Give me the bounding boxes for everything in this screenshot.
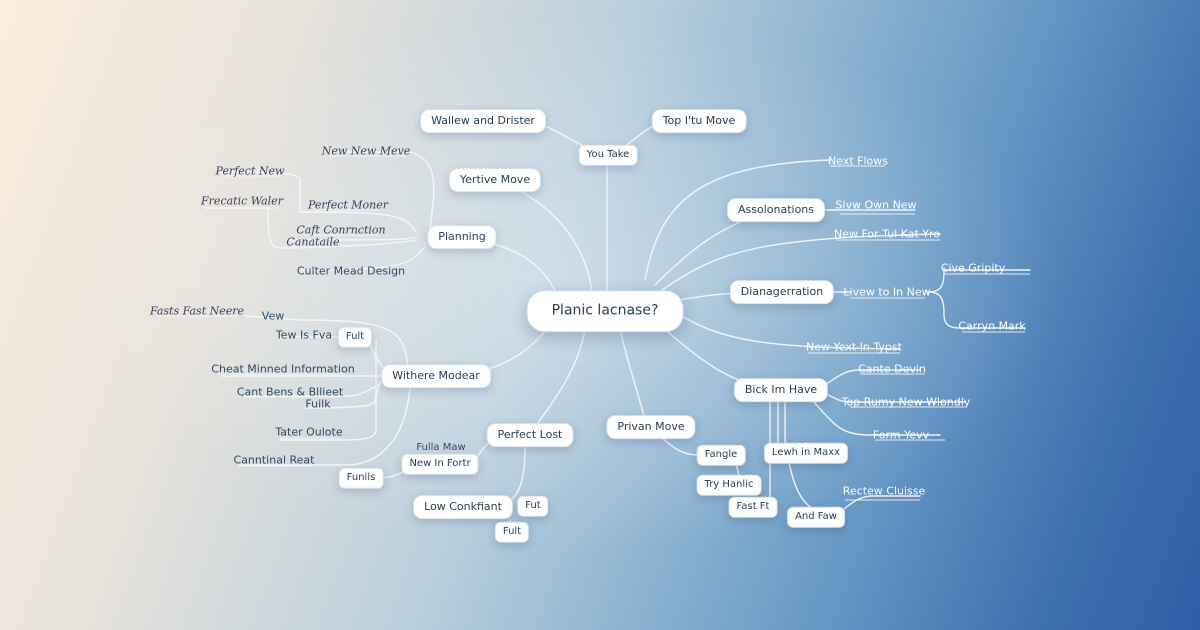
link-privan-fangle — [659, 435, 699, 456]
label-new-for-tul-kat-yro: New For Tul Kat Yro — [833, 227, 941, 241]
node-fut[interactable]: Fut — [517, 495, 549, 517]
link-withere-tater — [279, 339, 377, 441]
node-fult-2[interactable]: Fult — [494, 521, 530, 543]
label-tater-oulote: Tater Oulote — [275, 425, 343, 439]
node-funils[interactable]: Funils — [338, 467, 384, 489]
root-node[interactable]: Planic lacnase? — [526, 290, 684, 332]
link-root-newyext — [674, 311, 901, 350]
label-form-yevv: Form Yevv — [872, 428, 930, 442]
label-top-rumy-new-wlondly: Top Rumy New Wlondly — [841, 395, 971, 409]
link-planning-culter — [301, 246, 426, 271]
label-fuilk: Fuilk — [305, 397, 331, 411]
label-livew-to-in-new: Livew to In New — [843, 285, 931, 299]
label-cive-gripity: Cive Gripity — [940, 261, 1006, 275]
label-cant-bens-bllieet: Cant Bens & Bllieet — [236, 385, 344, 399]
label-perfect-moner: Perfect Moner — [307, 198, 389, 212]
link-livew-carryn — [927, 291, 1026, 329]
node-low-conkfiant[interactable]: Low Conkfiant — [413, 495, 513, 519]
node-withere-modear[interactable]: Withere Modear — [381, 364, 491, 388]
label-culter-mead-design: Culter Mead Design — [296, 264, 406, 278]
label-frecatic-waler: Frecatic Waler — [201, 194, 283, 208]
node-wallow-and-drister[interactable]: Wallew and Drister — [420, 109, 546, 133]
node-fangle[interactable]: Fangle — [696, 444, 746, 466]
link-planning-newnew — [329, 151, 435, 229]
label-cante-devin: Cante Devin — [858, 362, 926, 376]
link-root-privan — [619, 329, 648, 428]
node-assolonations[interactable]: Assolonations — [726, 198, 826, 222]
label-fulla-maw: Fulla Maw — [416, 442, 466, 453]
label-next-flows: Next Flows — [828, 154, 888, 168]
node-and-faw[interactable]: And Faw — [787, 506, 845, 528]
link-root-next — [644, 159, 831, 281]
node-try-hanlic[interactable]: Try Hanlic — [696, 474, 762, 496]
label-perfect-new: Perfect New — [215, 164, 285, 178]
link-withere-canntinal — [239, 387, 411, 466]
node-top-move[interactable]: Top I'tu Move — [651, 109, 747, 133]
link-root-perfect-lost — [529, 329, 586, 436]
node-new-in-fortr[interactable]: New In Fortr — [401, 453, 479, 475]
label-canntinal-reat: Canntinal Reat — [233, 453, 315, 467]
label-caft-conrnction: Caft Conrnction — [296, 223, 386, 237]
node-bick-im-have[interactable]: Bick Im Have — [733, 378, 829, 402]
label-slvw-own-new: Slvw Own New — [835, 198, 917, 212]
node-dianagerration[interactable]: Dianagerration — [729, 280, 835, 304]
node-lewh-in-maxx[interactable]: Lewh in Maxx — [763, 442, 849, 464]
label-vew: Vew — [261, 309, 285, 323]
label-rectew-cluisse: Rectew Cluisse — [842, 484, 926, 498]
label-new-new-meve: New New Meve — [321, 144, 411, 158]
node-you-take[interactable]: You Take — [578, 144, 638, 166]
label-cheat-minned-information: Cheat Minned Information — [211, 362, 355, 376]
label-new-yext-in-typst: New Yext In Typst — [806, 340, 902, 354]
label-carryn-mark: Carryn Mark — [958, 319, 1026, 333]
link-withere-cant — [244, 379, 387, 397]
node-yertive-move[interactable]: Yertive Move — [448, 168, 542, 192]
node-fast-ft[interactable]: Fast Ft — [728, 496, 778, 518]
node-fult[interactable]: Fult — [337, 326, 373, 348]
label-canataile: Canataile — [286, 235, 340, 249]
link-bick-form — [811, 399, 941, 436]
node-privan-move[interactable]: Privan Move — [606, 415, 696, 439]
node-perfect-lost[interactable]: Perfect Lost — [486, 423, 574, 447]
link-andfaw-rectew — [839, 495, 921, 513]
link-root-yertive — [494, 179, 593, 293]
link-root-newfor — [661, 233, 941, 291]
link-planning-moner — [219, 171, 417, 233]
label-tew-is-fva: Tew Is Fva — [275, 328, 333, 342]
link-bick-andfaw — [784, 399, 816, 511]
link-planning-caft — [289, 236, 417, 241]
link-withere-vew — [244, 315, 409, 371]
node-planning[interactable]: Planning — [427, 225, 497, 249]
label-fasts-fast-neere: Fasts Fast Neere — [149, 304, 245, 318]
link-planning-frecatic — [204, 207, 417, 249]
